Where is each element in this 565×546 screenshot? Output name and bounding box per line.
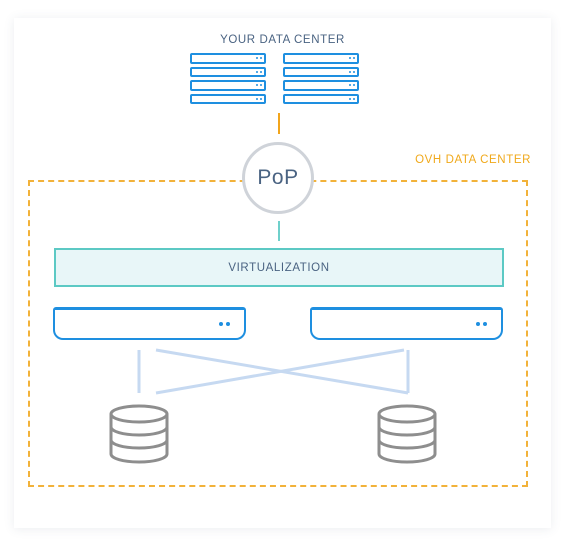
pop-label: PoP xyxy=(257,166,299,189)
server-rack-icon xyxy=(283,53,359,104)
virtualization-layer: VIRTUALIZATION xyxy=(54,248,504,287)
server-icon xyxy=(53,307,246,340)
server-status-dots xyxy=(476,322,487,326)
database-icon xyxy=(109,404,169,464)
ovh-data-center-label: OVH DATA CENTER xyxy=(415,154,531,166)
your-data-center-label: YOUR DATA CENTER xyxy=(220,34,345,46)
database-icon xyxy=(377,404,437,464)
virtualization-label: VIRTUALIZATION xyxy=(228,261,330,274)
server-icon xyxy=(310,307,503,340)
pop-node: PoP xyxy=(242,142,314,214)
server-status-dots xyxy=(219,322,230,326)
server-rack-icon xyxy=(190,53,266,104)
link-right-server-to-left-storage xyxy=(155,348,405,395)
